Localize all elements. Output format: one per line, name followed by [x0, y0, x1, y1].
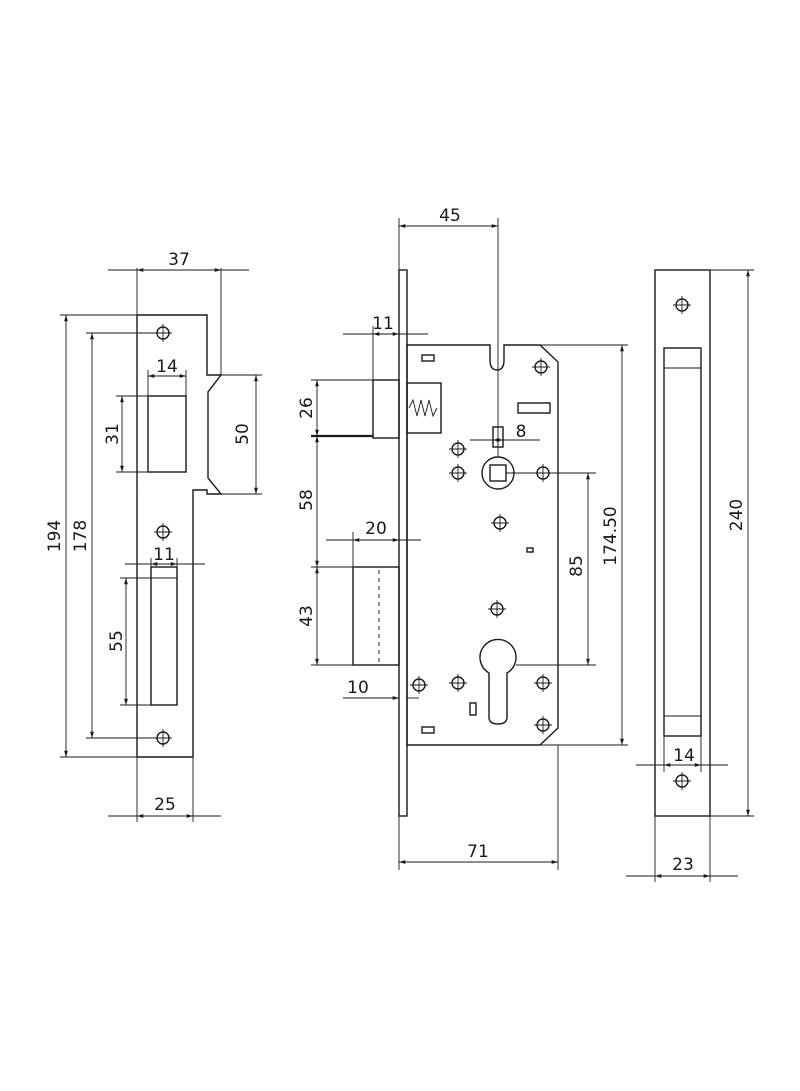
dim-latch-to-deadbolt: 58: [297, 489, 317, 511]
lock-faceplate: [398, 269, 408, 817]
dead-bolt: [352, 566, 400, 666]
strike-plate-view: 37 194 178 14 31 50 11: [45, 250, 262, 822]
screw-hole-icon: [532, 358, 550, 376]
dim-latch-height: 26: [297, 397, 317, 419]
lock-body-view: 45 11 26 8 58 20 43 10: [297, 206, 628, 870]
dim-upper-slot-height: 31: [103, 423, 123, 445]
screw-hole-icon: [491, 514, 509, 532]
dim-backset: 45: [439, 206, 461, 226]
screw-hole-icon: [449, 464, 467, 482]
dim-spindle-size: 8: [516, 422, 527, 442]
dim-strike-width: 37: [168, 250, 190, 270]
dim-deadbolt-throw: 20: [365, 519, 387, 539]
euro-cylinder-hole: [479, 638, 517, 725]
strike-lower-slot: [150, 566, 178, 706]
dim-strike-base-width: 25: [154, 795, 176, 815]
dim-latch-projection: 11: [372, 314, 394, 334]
screw-hole-icon: [673, 296, 691, 314]
screw-hole-icon: [449, 674, 467, 692]
dim-deadbolt-height: 43: [297, 605, 317, 627]
screw-hole-icon: [534, 674, 552, 692]
dim-lower-slot-width: 11: [153, 545, 175, 565]
screw-hole-icon: [410, 676, 428, 694]
screw-hole-icon: [154, 523, 172, 541]
dim-upper-slot-width: 14: [156, 357, 178, 377]
strike-upper-slot: [147, 395, 187, 473]
dim-screw-offset: 10: [347, 678, 369, 698]
screw-hole-icon: [488, 600, 506, 618]
dim-center-distance: 85: [567, 555, 587, 577]
faceplate-view: 240 14 23: [626, 269, 754, 882]
screw-hole-icon: [534, 716, 552, 734]
strike-plate-outline: [136, 314, 223, 758]
lock-case-outline: [406, 344, 559, 746]
screw-hole-icon: [673, 772, 691, 790]
dim-strike-height-total: 194: [45, 520, 65, 552]
screw-hole-icon: [449, 440, 467, 458]
dim-case-width: 71: [467, 842, 489, 862]
latch-spring: [408, 398, 438, 418]
dim-faceplate-slot-width: 14: [673, 746, 695, 766]
dim-case-height: 174.50: [601, 506, 621, 565]
dim-strike-hole-spacing: 178: [71, 520, 91, 552]
dim-faceplate-height: 240: [727, 499, 747, 531]
latch-bolt: [372, 379, 400, 439]
spindle-square-hole: [489, 464, 507, 482]
dim-faceplate-width: 23: [672, 855, 694, 875]
dim-lower-slot-height: 55: [107, 630, 127, 652]
dim-strike-lip-height: 50: [233, 423, 253, 445]
faceplate-outline: [654, 269, 711, 817]
